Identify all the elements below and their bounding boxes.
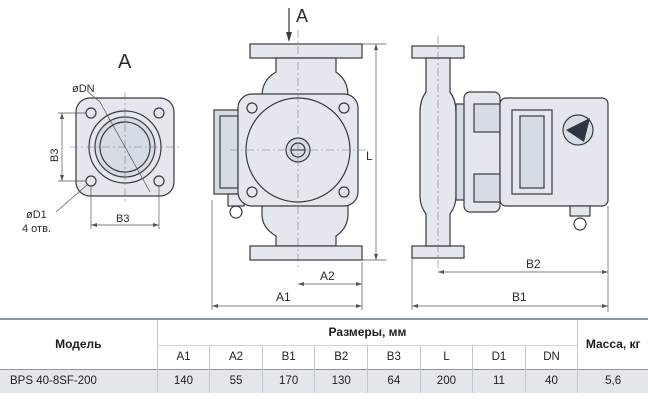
dims-header: Размеры, мм [156, 319, 578, 345]
dn-label: øDN [72, 83, 95, 95]
spec-table: Модель Размеры, мм Масса, кг A1 A2 B1 B2… [0, 318, 648, 393]
mass-header: Масса, кг [577, 319, 648, 369]
col-header: B2 [314, 344, 368, 369]
a2-label: A2 [320, 269, 335, 283]
pump-side-view: B2 B1 [411, 36, 609, 312]
value-cell: 170 [261, 368, 315, 393]
value-cell: 130 [314, 368, 368, 393]
col-header: B1 [261, 344, 315, 369]
value-cell: 11 [472, 368, 526, 393]
col-header: B3 [367, 344, 421, 369]
l-label: L [366, 149, 373, 163]
a1-label: A1 [276, 290, 291, 304]
b1-label: B1 [512, 290, 527, 304]
col-header: L [419, 344, 473, 369]
flange-view-a: A øDN B3 B3 øD1 4 отв. [22, 51, 180, 235]
b2-label: B2 [526, 257, 541, 271]
b3-horizontal-label: B3 [116, 213, 129, 225]
technical-drawing: A øDN B3 B3 øD1 4 отв. A [22, 6, 609, 312]
b3-vertical-label: B3 [49, 149, 61, 162]
model-cell: BPS 40-8SF-200 [0, 368, 158, 393]
view-label-a: A [118, 51, 132, 73]
col-header: DN [524, 344, 578, 369]
model-header: Модель [55, 337, 102, 352]
table-row: BPS 40-8SF-200 140 55 170 130 64 200 11 … [0, 368, 648, 393]
value-cell: 200 [419, 368, 473, 393]
pump-front-view: A L A2 [211, 6, 386, 310]
col-header: A2 [209, 344, 263, 369]
value-cell: 140 [156, 368, 210, 393]
value-cell: 55 [209, 368, 263, 393]
col-header: D1 [472, 344, 526, 369]
view-arrow-label: A [296, 6, 308, 26]
d1-label: øD1 [26, 209, 47, 221]
col-header: A1 [156, 344, 210, 369]
value-cell: 40 [524, 368, 578, 393]
holes-label: 4 отв. [22, 223, 51, 235]
value-cell: 64 [367, 368, 421, 393]
mass-cell: 5,6 [577, 368, 648, 393]
